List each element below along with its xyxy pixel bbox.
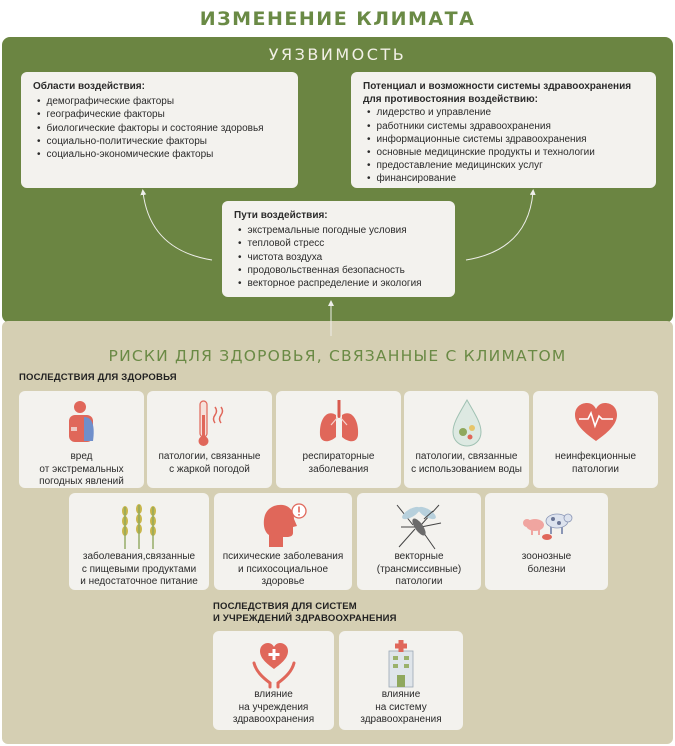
exposure-item: демографические факторы: [37, 95, 288, 108]
impact-label: на учреждения: [238, 701, 309, 713]
impact-label: вред: [70, 451, 93, 462]
pathways-item: векторное распределение и экология: [238, 277, 445, 290]
impact-label: и психосоциальное: [237, 563, 329, 575]
capacity-item: работники системы здравоохранения: [367, 120, 646, 133]
systems-section-line2: И УЧРЕЖДЕНИЙ ЗДРАВООХРАНЕНИЯ: [213, 613, 397, 624]
impact-card: патологии, связанные с использованием во…: [404, 391, 529, 488]
lungs-icon: [276, 397, 401, 449]
impact-card: вред от экстремальных погодных явлений: [19, 391, 144, 488]
capacity-card: Потенциал и возможности системы здравоох…: [351, 72, 656, 188]
impact-label: с жаркой погодой: [169, 463, 250, 475]
impact-label: психические заболевания: [222, 551, 344, 562]
capacity-item: информационные системы здравоохранения: [367, 133, 646, 146]
thermometer-icon: [147, 397, 272, 449]
head-alert-icon: [214, 499, 352, 551]
impact-label: патологии, связанные: [415, 451, 518, 462]
page-title: ИЗМЕНЕНИЕ КЛИМАТА: [199, 8, 476, 30]
impact-card: зоонозные болезни: [485, 493, 608, 590]
capacity-item: лидерство и управление: [367, 106, 646, 119]
exposure-item: географические факторы: [37, 108, 288, 121]
impact-label: заболевания: [308, 463, 369, 475]
exposure-item: социально-экономические факторы: [37, 148, 288, 161]
impact-label: неинфекционные: [554, 451, 637, 462]
mosquito-icon: [357, 499, 481, 551]
impact-label: с использованием воды: [411, 463, 522, 475]
impact-label: респираторные: [302, 451, 375, 462]
impact-label: влияние: [381, 689, 421, 700]
exposure-card: Области воздействия: демографические фак…: [21, 72, 298, 188]
impact-label: заболевания,связанные: [82, 551, 196, 562]
capacity-item: предоставление медицинских услуг: [367, 159, 646, 172]
impact-label: здравоохранения: [232, 714, 315, 725]
capacity-item: основные медицинские продукты и технолог…: [367, 146, 646, 159]
pathways-item: тепловой стресс: [238, 237, 445, 250]
pathways-item: продовольственная безопасность: [238, 264, 445, 277]
capacity-title-line1: Потенциал и возможности системы здравоох…: [363, 81, 632, 92]
animals-icon: [485, 499, 608, 551]
water-drop-icon: [404, 397, 529, 449]
impact-label: векторные: [394, 551, 444, 562]
capacity-title-line2: для противостояния воздействию:: [363, 94, 538, 106]
hands-heart-icon: [213, 637, 334, 689]
impact-card: заболевания,связанные с пищевыми продукт…: [69, 493, 209, 590]
wheat-icon: [69, 499, 209, 551]
heart-pulse-icon: [533, 397, 658, 449]
impact-card: векторные (трансмиссивные) патологии: [357, 493, 481, 590]
person-injury-icon: [19, 397, 144, 449]
exposure-item: биологические факторы и состояние здоров…: [37, 122, 288, 135]
systems-section-line1: ПОСЛЕДСТВИЯ ДЛЯ СИСТЕМ: [213, 601, 357, 612]
impact-card: неинфекционные патологии: [533, 391, 658, 488]
impact-label: (трансмиссивные): [376, 563, 462, 575]
pathways-item: чистота воздуха: [238, 251, 445, 264]
impact-label: здравоохранения: [360, 714, 442, 725]
health-section-title: ПОСЛЕДСТВИЯ ДЛЯ ЗДОРОВЬЯ: [19, 372, 177, 383]
capacity-item: финансирование: [367, 172, 646, 185]
impact-label: влияние: [254, 689, 293, 700]
systems-section-title: ПОСЛЕДСТВИЯ ДЛЯ СИСТЕМ И УЧРЕЖДЕНИЙ ЗДРА…: [213, 601, 397, 625]
impact-card: патологии, связанные с жаркой погодой: [147, 391, 272, 488]
impact-card: влияние на учреждения здравоохранения: [213, 631, 334, 730]
impact-label: и недостаточное питание: [80, 576, 198, 587]
pathways-item: экстремальные погодные условия: [238, 224, 445, 237]
impact-label: с пищевыми продуктами: [81, 563, 197, 575]
risks-heading: РИСКИ ДЛЯ ЗДОРОВЬЯ, СВЯЗАННЫЕ С КЛИМАТОМ: [108, 347, 567, 365]
exposure-item: социально-политические факторы: [37, 135, 288, 148]
vulnerability-heading: УЯЗВИМОСТЬ: [268, 45, 407, 64]
impact-label: болезни: [527, 563, 566, 575]
impact-label: здоровье: [261, 576, 305, 587]
impact-card: влияние на систему здравоохранения: [339, 631, 463, 730]
impact-label: зоонозные: [521, 551, 572, 562]
pathways-card: Пути воздействия: экстремальные погодные…: [222, 201, 455, 297]
hospital-icon: [339, 637, 463, 689]
impact-label: погодных явлений: [39, 476, 124, 487]
impact-label: патологии, связанные: [158, 451, 261, 462]
impact-label: на систему: [375, 701, 427, 713]
impact-card: психические заболевания и психосоциально…: [214, 493, 352, 590]
impact-label: патологии: [395, 576, 443, 587]
impact-card: респираторные заболевания: [276, 391, 401, 488]
impact-label: от экстремальных: [39, 463, 124, 475]
exposure-title: Области воздействия:: [33, 81, 145, 92]
impact-label: патологии: [572, 463, 619, 475]
pathways-title: Пути воздействия:: [234, 210, 328, 221]
